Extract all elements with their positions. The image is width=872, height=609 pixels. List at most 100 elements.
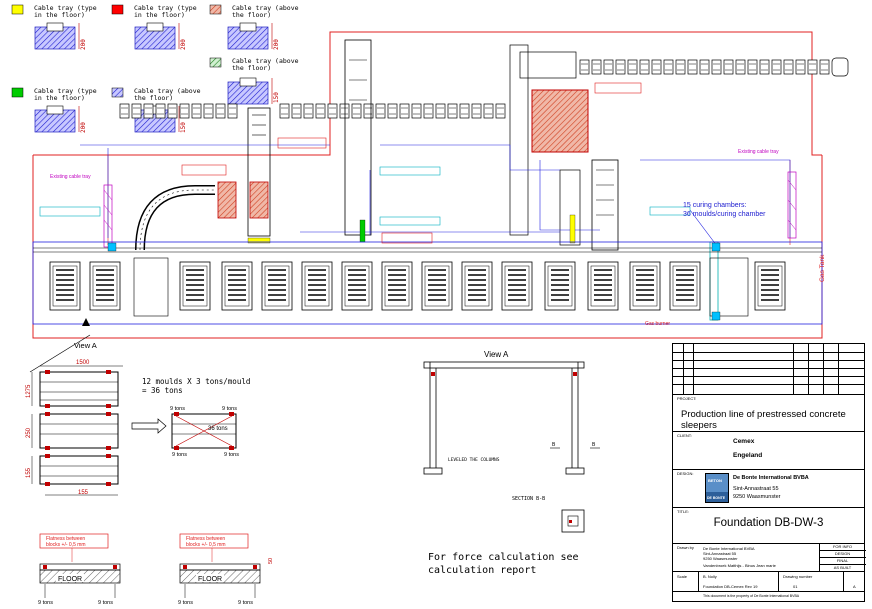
title-row: TITLE: Foundation DB-DW-3 <box>673 507 864 543</box>
footer-note: This document is the property of De Bont… <box>703 594 800 598</box>
legend-dim: 200 <box>80 39 87 50</box>
project-label: PROJECT: <box>677 396 697 401</box>
load-label: 9 tons <box>238 600 253 606</box>
load-label: 9 tons <box>38 600 53 606</box>
load-label: 9 tons <box>98 600 113 606</box>
load-label: 9 tons <box>178 600 193 606</box>
drawn-person: Vandenbroek Matthijs - Binus Jean marie <box>703 563 776 568</box>
drawn-row: Drawn by De Bonte International BVBA Sin… <box>673 543 866 572</box>
legend-label: Cable tray (above the floor) <box>134 87 204 102</box>
legend-label: Cable tray (type in the floor) <box>34 87 101 102</box>
mould-detail: 1500 1275 250 155 155 12 moulds X 3 tons… <box>26 360 250 496</box>
client-row: CLIENT: Cemex Engeland <box>673 431 864 469</box>
title-block: PROJECT: Production line of prestressed … <box>672 343 866 602</box>
legend-item-green: Cable tray (type in the floor) 200 <box>11 87 101 133</box>
force-note: For force calculation see calculation re… <box>428 552 585 576</box>
status-list: FOR INFO DESIGN FINAL AS BUILT <box>819 544 866 572</box>
leveled-note: LEVELED THE COLUMNS <box>448 457 500 463</box>
dim-top: 1500 <box>76 360 90 366</box>
legend-swatch <box>111 4 124 15</box>
flatness-detail-2: Flatness between blocks +/- 0,5 mm FLOOR… <box>178 533 274 606</box>
svg-text:Flatness between blocks: Flatness between blocks +/- 0,5 mm <box>186 536 227 548</box>
load-label: 9 tons <box>224 452 239 458</box>
load-label: 9 tons <box>170 406 185 412</box>
section-bb <box>561 509 585 533</box>
project-row: PROJECT: Production line of prestressed … <box>673 394 864 431</box>
client-label: CLIENT: <box>677 433 692 438</box>
company-address1: Sint-Annastraat 55 <box>733 486 779 492</box>
legend-swatch <box>209 57 222 68</box>
legend: Cable tray (type in the floor) 200 Cable… <box>11 4 302 133</box>
load-center: 36 tons <box>208 426 228 432</box>
vertical-conveyors <box>247 39 619 251</box>
gas-tank-label: Gas Tank <box>819 254 826 282</box>
load-label: 9 tons <box>222 406 237 412</box>
rev-value: A <box>853 584 856 589</box>
scale-row: Scale B. Nolly Drawing number Foundation… <box>673 571 864 592</box>
floor-label: FLOOR <box>198 576 222 583</box>
title-label: TITLE: <box>677 509 690 514</box>
annotation-boxes <box>181 82 642 244</box>
status-item: AS BUILT <box>833 565 852 570</box>
view-a-detail: View A B B LEVELED THE COLUMNS SECTION B… <box>423 350 600 533</box>
dim-bottom: 155 <box>78 490 89 496</box>
view-a-title: View A <box>484 350 509 359</box>
legend-label: Cable tray (above the floor) <box>232 4 302 19</box>
floor-label: FLOOR <box>58 576 82 583</box>
flatness-detail-1: Flatness between blocks +/- 0,5 mm FLOOR… <box>38 533 121 606</box>
utility-lines <box>80 144 791 251</box>
client-name: Cemex <box>733 438 755 445</box>
curing-chambers-note: 15 curing chambers: 36 moulds/curing cha… <box>683 202 766 218</box>
legend-swatch <box>111 87 124 98</box>
legend-label: Cable tray (type in the floor) <box>134 4 201 19</box>
dim-left1: 1275 <box>26 384 32 398</box>
machine-block-red-2 <box>217 181 237 219</box>
view-a-marker: View A <box>74 341 97 350</box>
legend-dim: 150 <box>180 122 187 133</box>
legend-item-blue-hatch: Cable tray (above the floor) 150 <box>111 87 204 133</box>
mould-racks <box>49 261 786 311</box>
machine-block-red <box>531 89 589 153</box>
status-item: FINAL <box>819 558 866 565</box>
cable-trays <box>103 171 797 321</box>
company-address2: 9250 Waasmunster <box>733 494 781 500</box>
building-outline-upper <box>33 31 822 156</box>
legend-dim: 200 <box>273 39 280 50</box>
load-label: 9 tons <box>172 452 187 458</box>
drawn-name: De Bonte International BVBA <box>703 546 755 551</box>
scale-value: B. Nolly <box>703 574 717 579</box>
revision-table <box>673 344 864 394</box>
load-plate <box>171 413 237 449</box>
b-left: B <box>552 442 556 448</box>
legend-item-orange-hatch: Cable tray (above the floor) 200 <box>209 4 302 50</box>
legend-swatch <box>11 87 24 98</box>
curved-conveyor <box>135 185 215 251</box>
dim-left3: 155 <box>26 467 32 478</box>
transfer-arrow <box>131 418 167 434</box>
legend-dim: 150 <box>273 92 280 103</box>
existing-cable-tray-right: Existing cable tray <box>738 149 779 155</box>
middle-conveyor <box>119 103 506 119</box>
drawing-number: Foundation DB-Cemex Rev 19 <box>703 584 758 589</box>
drawn-label: Drawn by <box>677 545 694 550</box>
dim-left2: 250 <box>26 427 32 438</box>
view-a-arrow <box>82 318 90 326</box>
footer-row: This document is the property of De Bont… <box>673 591 864 602</box>
status-item: DESIGN <box>819 551 866 558</box>
upper-conveyor <box>519 51 849 79</box>
legend-label: Cable tray (type in the floor) <box>34 4 101 19</box>
legend-swatch <box>209 4 222 15</box>
company-name: De Bonte International BVBA <box>733 475 809 481</box>
curing-bay <box>32 241 823 325</box>
legend-label: Cable tray (above the floor) <box>232 57 302 72</box>
svg-text:Flatness between blocks: Flatness between blocks +/- 0,5 mm <box>46 536 87 548</box>
legend-dim: 200 <box>80 122 87 133</box>
plant-plan: Existing cable tray Existing cable tray … <box>29 31 849 373</box>
existing-cable-tray-left: Existing cable tray <box>50 174 91 180</box>
building-outline-lower <box>32 155 823 339</box>
drawing-number-label: Drawing number <box>783 574 813 579</box>
legend-item-yellow: Cable tray (type in the floor) 200 <box>11 4 101 50</box>
drawn-city: 9250 Waasmunster <box>703 556 738 561</box>
annotation-boxes-cyan <box>39 166 691 226</box>
